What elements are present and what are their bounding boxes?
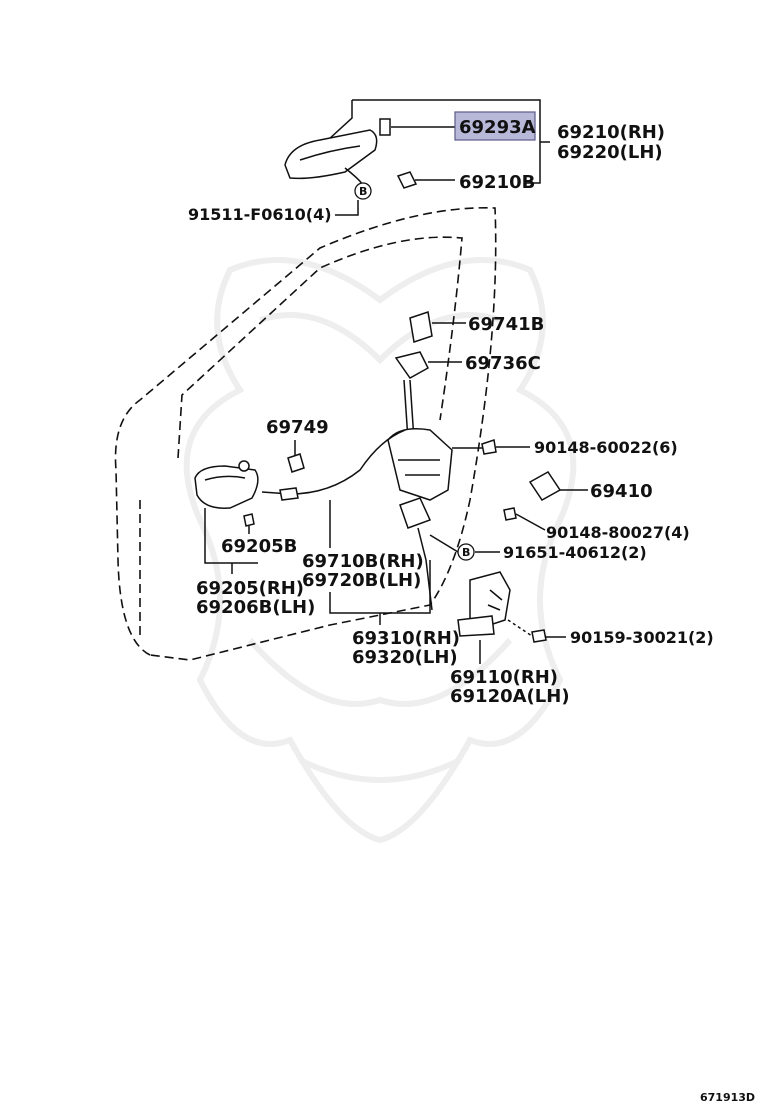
leader-90159-dash <box>507 619 533 637</box>
label-69410[interactable]: 69410 <box>590 481 653 502</box>
label-69210-rh[interactable]: 69210(RH) <box>557 122 665 143</box>
label-69710b-rh[interactable]: 69710B(RH) <box>302 551 424 572</box>
label-69110-rh[interactable]: 69110(RH) <box>450 667 558 688</box>
screw-69205b <box>243 513 255 527</box>
leader-b-top <box>344 167 363 185</box>
window-outline <box>177 236 463 459</box>
leader-b-mid <box>429 534 459 553</box>
label-69293a[interactable]: 69293A <box>459 117 536 138</box>
part-69741b <box>409 311 433 343</box>
part-69110-lock <box>457 571 511 637</box>
label-69741b[interactable]: 69741B <box>468 314 544 335</box>
label-69205b[interactable]: 69205B <box>221 536 297 557</box>
label-69736c[interactable]: 69736C <box>465 353 541 374</box>
label-91511[interactable]: 91511-F0610(4) <box>188 205 332 224</box>
watermark-emblem <box>183 257 577 844</box>
label-90148-80027[interactable]: 90148-80027(4) <box>546 523 690 542</box>
bolt-90148-60022 <box>481 439 497 455</box>
leader-91511 <box>335 200 359 216</box>
ref-b-mid-text: B <box>462 546 470 559</box>
label-69310-rh[interactable]: 69310(RH) <box>352 628 460 649</box>
bracket-outside-handle <box>352 99 550 184</box>
cable-69710b <box>261 429 406 495</box>
outside-handle-part <box>284 118 418 189</box>
ref-circle-b-mid <box>457 543 475 561</box>
label-90148-60022[interactable]: 90148-60022(6) <box>534 438 678 457</box>
label-69206b-lh[interactable]: 69206B(LH) <box>196 597 315 618</box>
label-69210b[interactable]: 69210B <box>459 172 535 193</box>
label-69120a-lh[interactable]: 69120A(LH) <box>450 686 570 707</box>
leader-90148-80027 <box>515 513 546 531</box>
part-69410 <box>528 471 562 501</box>
diagram-code: 671913D <box>700 1091 755 1104</box>
ref-circle-b-top <box>354 182 372 200</box>
label-69220-lh[interactable]: 69220(LH) <box>557 142 663 163</box>
door-outline <box>114 207 497 661</box>
label-91651[interactable]: 91651-40612(2) <box>503 543 647 562</box>
label-69720b-lh[interactable]: 69720B(LH) <box>302 570 421 591</box>
inside-handle-part <box>194 460 259 509</box>
part-69736c <box>394 351 429 379</box>
highlight-69293a <box>454 111 536 141</box>
cable-end <box>279 487 299 501</box>
label-69749[interactable]: 69749 <box>266 417 329 438</box>
bolt-90148-80027 <box>503 507 517 521</box>
label-69320-lh[interactable]: 69320(LH) <box>352 647 458 668</box>
screw-90159 <box>531 629 547 643</box>
label-69205-rh[interactable]: 69205(RH) <box>196 578 304 599</box>
bracket-left-leg <box>327 100 353 141</box>
label-90159[interactable]: 90159-30021(2) <box>570 628 714 647</box>
ref-b-top-text: B <box>359 185 367 198</box>
part-69749 <box>287 453 305 473</box>
bracket-69205 <box>204 508 258 564</box>
